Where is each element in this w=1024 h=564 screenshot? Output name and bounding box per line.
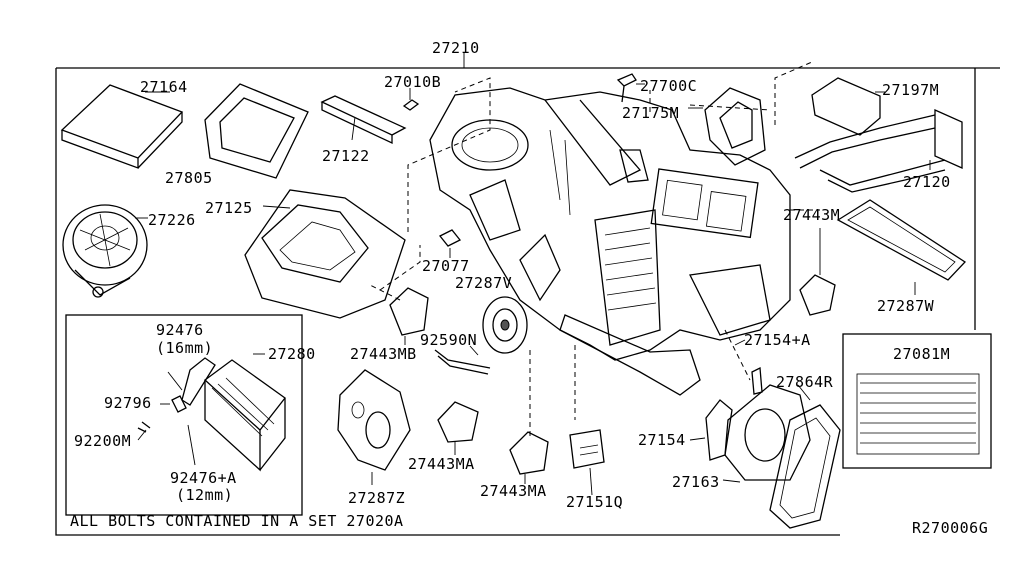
part-27077: 27077 bbox=[422, 257, 470, 275]
part-27122: 27122 bbox=[322, 147, 370, 165]
part-92200M: 92200M bbox=[74, 432, 132, 450]
part-27163: 27163 bbox=[672, 473, 720, 491]
part-27164: 27164 bbox=[140, 78, 188, 96]
part-92476-a: 92476+A bbox=[170, 469, 237, 487]
frame-left-bottom bbox=[55, 68, 840, 536]
part-92476: 92476 bbox=[156, 321, 204, 339]
part-92590N: 92590N bbox=[420, 331, 478, 349]
part-27226: 27226 bbox=[148, 211, 196, 229]
part-27120: 27120 bbox=[903, 173, 951, 191]
part-27443MB: 27443MB bbox=[350, 345, 417, 363]
part-27125: 27125 bbox=[205, 199, 253, 217]
part-27280: 27280 bbox=[268, 345, 316, 363]
part-27287V: 27287V bbox=[455, 274, 513, 292]
part-27010B: 27010B bbox=[384, 73, 442, 91]
part-27443M: 27443M bbox=[783, 206, 841, 224]
part-27197M: 27197M bbox=[882, 81, 940, 99]
part-27154: 27154 bbox=[638, 431, 686, 449]
part-92476-a-size: (12mm) bbox=[176, 486, 234, 504]
part-27287W: 27287W bbox=[877, 297, 935, 315]
diagram-id: R270006G bbox=[912, 519, 989, 537]
kit-note: ALL BOLTS CONTAINED IN A SET 27020A bbox=[70, 512, 404, 530]
part-92476-size: (16mm) bbox=[156, 339, 214, 357]
part-27151Q: 27151Q bbox=[566, 493, 624, 511]
part-27175M: 27175M bbox=[622, 104, 680, 122]
assembly-number: 27210 bbox=[432, 39, 480, 57]
label-box bbox=[842, 333, 992, 469]
part-27700C: 27700C bbox=[640, 77, 698, 95]
part-27864R: 27864R bbox=[776, 373, 834, 391]
part-27081M: 27081M bbox=[893, 345, 951, 363]
part-27443MA-upper: 27443MA bbox=[408, 455, 475, 473]
part-27154-a: 27154+A bbox=[744, 331, 811, 349]
part-27443MA-lower: 27443MA bbox=[480, 482, 547, 500]
hvac-unit-outline bbox=[429, 87, 791, 361]
evaporator-sub-box bbox=[65, 314, 303, 516]
part-27287Z: 27287Z bbox=[348, 489, 406, 507]
part-27805: 27805 bbox=[165, 169, 213, 187]
part-92796: 92796 bbox=[104, 394, 152, 412]
